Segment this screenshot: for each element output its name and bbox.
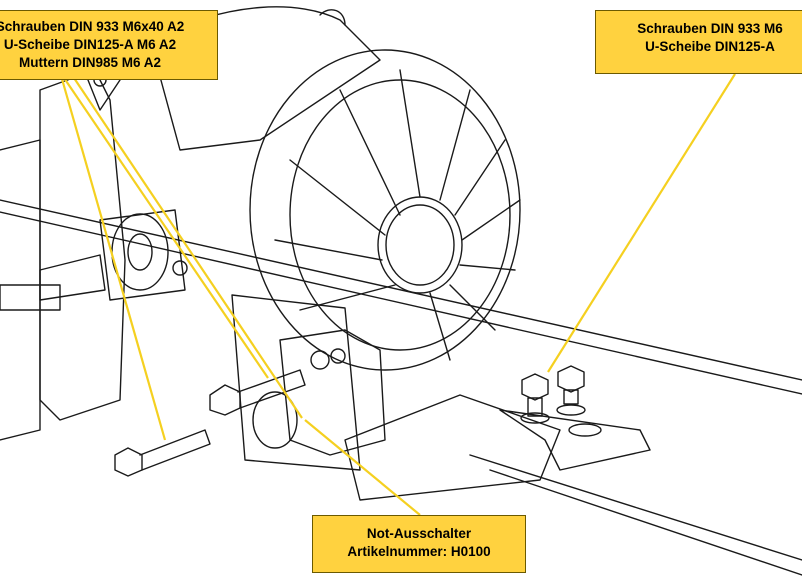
fan-cover-inner [289, 79, 511, 351]
callout-bottom-line-2: Artikelnummer: H0100 [347, 544, 491, 559]
leader-left-2 [59, 71, 269, 379]
coupling-face [111, 213, 169, 291]
leader-left-3 [69, 71, 303, 419]
shaft-coupling [99, 209, 186, 301]
callout-left-line-1: Schrauben DIN 933 M6x40 A2 [0, 19, 185, 34]
rail-line-lower [0, 211, 802, 395]
rail-line-bottom-2 [489, 469, 802, 576]
bracket-slot [568, 423, 602, 437]
set-screw [172, 260, 188, 276]
switch-hole-1 [310, 350, 330, 370]
bolt-upper-left [209, 369, 306, 416]
rail-line-bottom [469, 454, 802, 561]
shaft [39, 254, 106, 301]
bolt-right-2 [556, 365, 586, 416]
bottom-bracket-flange [499, 409, 651, 471]
leader-lines [58, 71, 736, 516]
leader-bottom [304, 419, 421, 516]
switch-hole-2 [330, 348, 346, 364]
rail-line-upper [0, 199, 802, 381]
bottom-bracket [344, 394, 561, 501]
switch-body [279, 329, 386, 456]
motor-ring [319, 9, 346, 26]
callout-left-line-2: U-Scheibe DIN125-A M6 A2 [3, 37, 177, 52]
fan-hub [377, 196, 463, 294]
callout-emergency-switch: Not-Ausschalter Artikelnummer: H0100 [312, 515, 526, 573]
left-frame-edge [0, 139, 41, 441]
callout-left-line-3: Muttern DIN985 M6 A2 [18, 55, 162, 70]
callout-right-line-2: U-Scheibe DIN125-A [645, 39, 775, 54]
fan-ribs [274, 69, 521, 361]
callout-right-line-1: Schrauben DIN 933 M6 [637, 21, 783, 36]
fan-cover-outer [249, 49, 521, 371]
callout-fasteners-left: Schrauben DIN 933 M6x40 A2 U-Scheibe DIN… [0, 10, 218, 80]
leader-right [547, 73, 736, 373]
switch-plate [231, 294, 361, 471]
bolt-lower-left [114, 429, 211, 477]
switch-button [252, 391, 298, 449]
bolt-right-1 [520, 373, 550, 424]
callout-fasteners-right: Schrauben DIN 933 M6 U-Scheibe DIN125-A [595, 10, 802, 74]
shaft-key [0, 284, 61, 311]
callout-bottom-line-1: Not-Ausschalter [366, 526, 472, 541]
fan-hub-inner [385, 204, 455, 286]
coupling-bore [127, 233, 153, 271]
leader-left-1 [58, 71, 167, 441]
